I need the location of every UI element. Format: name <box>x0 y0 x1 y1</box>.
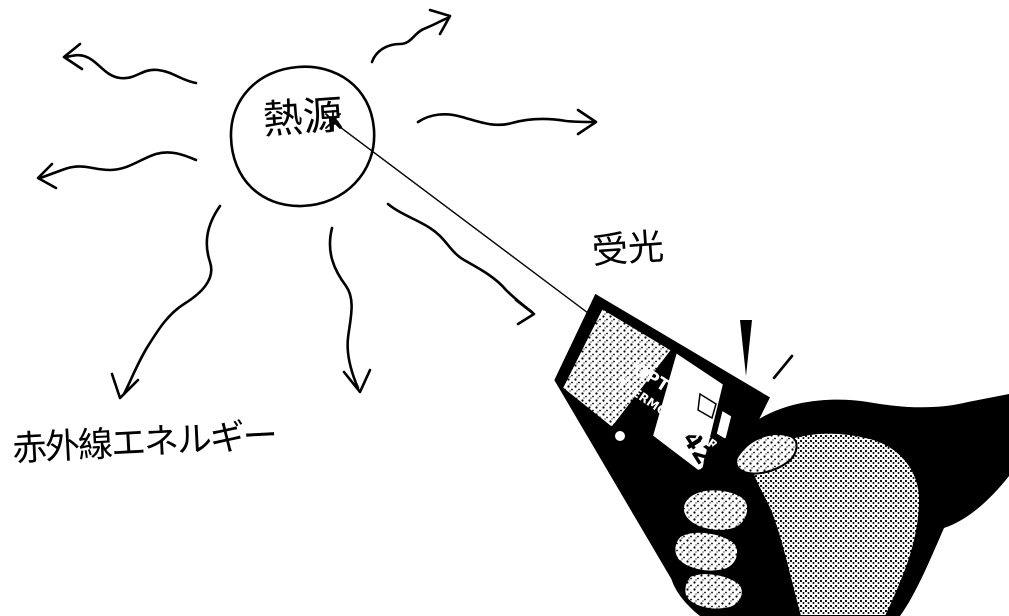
hand-illustration <box>665 394 1009 616</box>
finger-3 <box>683 572 744 611</box>
wave-arrow-bottom <box>328 226 372 394</box>
sight-line <box>335 123 601 323</box>
wave-arrow-top <box>370 8 452 64</box>
wave-arrow-lower-left <box>110 204 222 400</box>
thumb <box>735 433 798 475</box>
infrared-wave-arrows <box>36 8 598 400</box>
wave-arrow-upper-left <box>62 42 198 85</box>
wave-arrow-lower-right <box>386 202 536 326</box>
infrared-thermometer-device: 42.0 OPTEX THERMO-HUNTER <box>554 293 794 588</box>
finger-1 <box>682 488 750 532</box>
heat-source-circle <box>229 65 376 208</box>
wave-arrow-right <box>416 108 598 136</box>
light-receiving-label: 受光 <box>590 226 666 273</box>
sensor-window <box>560 306 674 430</box>
hand-palm <box>748 431 922 616</box>
heat-source-label: 熱源 <box>261 92 345 144</box>
finger-2 <box>673 530 740 573</box>
measurement-spot-icon <box>325 110 341 132</box>
wave-arrow-left <box>36 151 198 190</box>
device-button <box>613 429 627 443</box>
